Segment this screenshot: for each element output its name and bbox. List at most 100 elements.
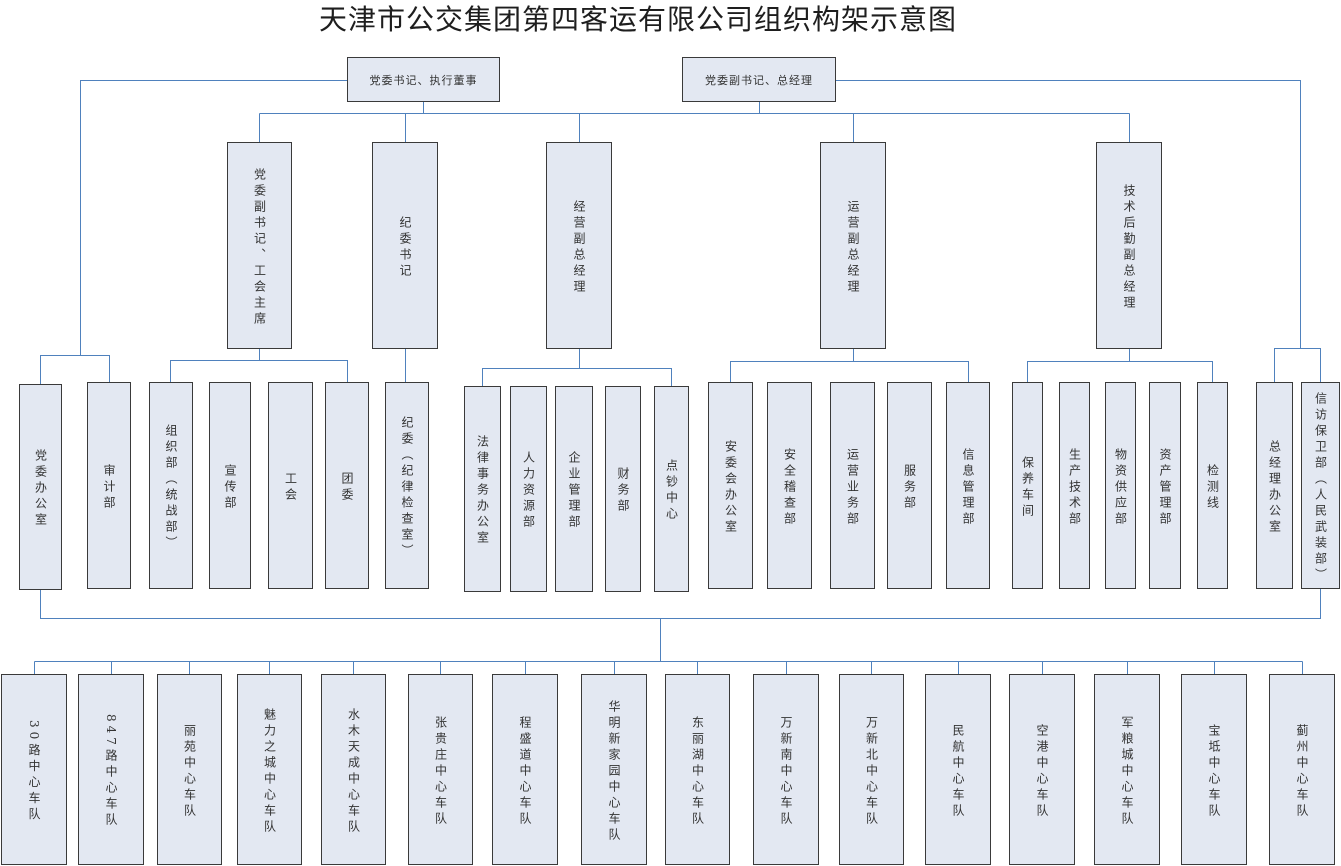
- box-discipline-secretary: 纪委书记: [372, 142, 438, 349]
- fleet-minhang: 民航中心车队: [925, 674, 991, 865]
- box-label: 军粮城中心车队: [1120, 715, 1134, 828]
- connector-party-union-group: [170, 349, 348, 382]
- box-label: 生产技术部: [1067, 447, 1082, 528]
- chart-title: 天津市公交集团第四客运有限公司组织构架示意图: [318, 3, 957, 36]
- fleet-shuimutiancheng: 水木天成中心车队: [321, 674, 386, 865]
- fleet-baodi: 宝坻中心车队: [1181, 674, 1247, 865]
- dept-testing-line: 检测线: [1197, 382, 1228, 589]
- box-label: 工会: [283, 471, 298, 504]
- box-label: 服务部: [902, 463, 917, 512]
- box-deputy-operations: 运营副总经理: [820, 142, 886, 349]
- connector-business-group: [482, 349, 672, 386]
- fleet-847: 847路中心车队: [78, 674, 144, 865]
- fleet-wanxinnan: 万新南中心车队: [753, 674, 819, 865]
- box-label: 万新北中心车队: [864, 715, 879, 828]
- box-deputy-technical: 技术后勤副总经理: [1096, 142, 1162, 349]
- dept-trade-union: 工会: [268, 382, 313, 589]
- box-label: 检测线: [1205, 463, 1220, 512]
- box-label: 万新南中心车队: [779, 715, 793, 828]
- box-label: 魅力之城中心车队: [262, 707, 277, 836]
- box-label: 东丽湖中心车队: [690, 715, 705, 828]
- box-label: 信息管理部: [961, 447, 975, 528]
- box-label: 党委办公室: [33, 449, 48, 529]
- box-general-manager: 党委副书记、总经理: [682, 57, 836, 102]
- box-label: 蓟州中心车队: [1295, 723, 1309, 820]
- connector-leadership-bus: [259, 102, 1130, 142]
- box-label: 运营业务部: [845, 447, 860, 528]
- box-label: 张贵庄中心车队: [433, 715, 448, 828]
- connector-secretary-direct: [40, 80, 347, 384]
- fleet-huamingxinjiayuan: 华明新家园中心车队: [581, 674, 647, 865]
- dept-finance: 财务部: [605, 386, 641, 592]
- dept-service: 服务部: [887, 382, 932, 589]
- connector-department-bus: [40, 589, 1321, 662]
- fleet-chengshengdao: 程盛道中心车队: [492, 674, 558, 865]
- box-label: 总经理办公室: [1267, 439, 1282, 536]
- connector-technical-group: [1027, 349, 1213, 382]
- box-label: 纪委（纪律检查室）: [400, 415, 414, 560]
- fleet-donglihu: 东丽湖中心车队: [665, 674, 730, 865]
- box-label: 水木天成中心车队: [346, 707, 361, 836]
- dept-safety-committee-office: 安委会办公室: [708, 382, 753, 589]
- box-label: 财务部: [616, 467, 630, 515]
- box-label: 法律事务办公室: [475, 435, 490, 547]
- dept-enterprise-management: 企业管理部: [555, 386, 593, 592]
- dept-discipline-inspection: 纪委（纪律检查室）: [385, 382, 429, 589]
- box-label: 宣传部: [223, 463, 237, 512]
- dept-human-resources: 人力资源部: [510, 386, 547, 592]
- box-label: 程盛道中心车队: [518, 715, 532, 828]
- box-deputy-business: 经营副总经理: [546, 142, 612, 349]
- fleet-jizhou: 蓟州中心车队: [1269, 674, 1335, 865]
- box-label: 纪委书记: [398, 215, 412, 280]
- dept-publicity: 宣传部: [209, 382, 251, 589]
- box-label: 人力资源部: [521, 451, 536, 531]
- connector-operations-group: [730, 349, 969, 382]
- box-label: 信访保卫部（人民武装部）: [1313, 391, 1328, 584]
- box-label: 审计部: [102, 463, 116, 512]
- fleet-konggang: 空港中心车队: [1009, 674, 1075, 865]
- dept-production-technology: 生产技术部: [1059, 382, 1090, 589]
- box-label: 经营副总经理: [572, 199, 586, 296]
- box-label: 企业管理部: [567, 451, 581, 531]
- box-label: 党委副书记、总经理: [705, 73, 813, 87]
- box-party-secretary: 党委书记、执行董事: [347, 57, 500, 102]
- box-label: 民航中心车队: [951, 723, 965, 820]
- box-label: 保养车间: [1020, 455, 1035, 520]
- box-label: 点钞中心: [664, 459, 679, 523]
- dept-maintenance-workshop: 保养车间: [1012, 382, 1043, 589]
- dept-material-supply: 物资供应部: [1105, 382, 1136, 589]
- dept-safety-inspection: 安全稽查部: [767, 382, 812, 589]
- connector-gm-direct: [836, 80, 1321, 382]
- box-label: 空港中心车队: [1035, 723, 1049, 820]
- dept-legal-affairs: 法律事务办公室: [464, 386, 501, 592]
- box-label: 宝坻中心车队: [1207, 723, 1221, 820]
- dept-youth-league: 团委: [325, 382, 369, 589]
- box-label: 847路中心车队: [104, 714, 118, 829]
- fleet-30: 30路中心车队: [1, 674, 67, 865]
- fleet-meilizhicheng: 魅力之城中心车队: [237, 674, 302, 865]
- dept-organization: 组织部（统战部）: [149, 382, 193, 589]
- connector-fleet-bus: [34, 661, 1303, 674]
- dept-party-office: 党委办公室: [19, 384, 62, 590]
- dept-information-management: 信息管理部: [946, 382, 990, 589]
- box-label: 华明新家园中心车队: [607, 699, 621, 844]
- box-label: 丽苑中心车队: [182, 723, 197, 820]
- fleet-zhangguizhuang: 张贵庄中心车队: [408, 674, 473, 865]
- dept-asset-management: 资产管理部: [1149, 382, 1181, 589]
- dept-petition-security: 信访保卫部（人民武装部）: [1301, 382, 1340, 589]
- box-label: 安全稽查部: [782, 447, 797, 528]
- dept-cash-counting: 点钞中心: [654, 386, 689, 592]
- fleet-junliangcheng: 军粮城中心车队: [1094, 674, 1160, 865]
- box-label: 党委副书记、工会主席: [252, 167, 267, 328]
- box-label: 资产管理部: [1158, 447, 1172, 528]
- dept-gm-office: 总经理办公室: [1256, 382, 1293, 589]
- box-label: 组织部（统战部）: [164, 423, 178, 552]
- box-label: 运营副总经理: [846, 199, 860, 296]
- box-label: 技术后勤副总经理: [1122, 183, 1136, 312]
- box-label: 安委会办公室: [723, 439, 738, 536]
- dept-audit: 审计部: [87, 382, 131, 589]
- box-label: 物资供应部: [1113, 447, 1128, 528]
- box-label: 党委书记、执行董事: [369, 73, 478, 87]
